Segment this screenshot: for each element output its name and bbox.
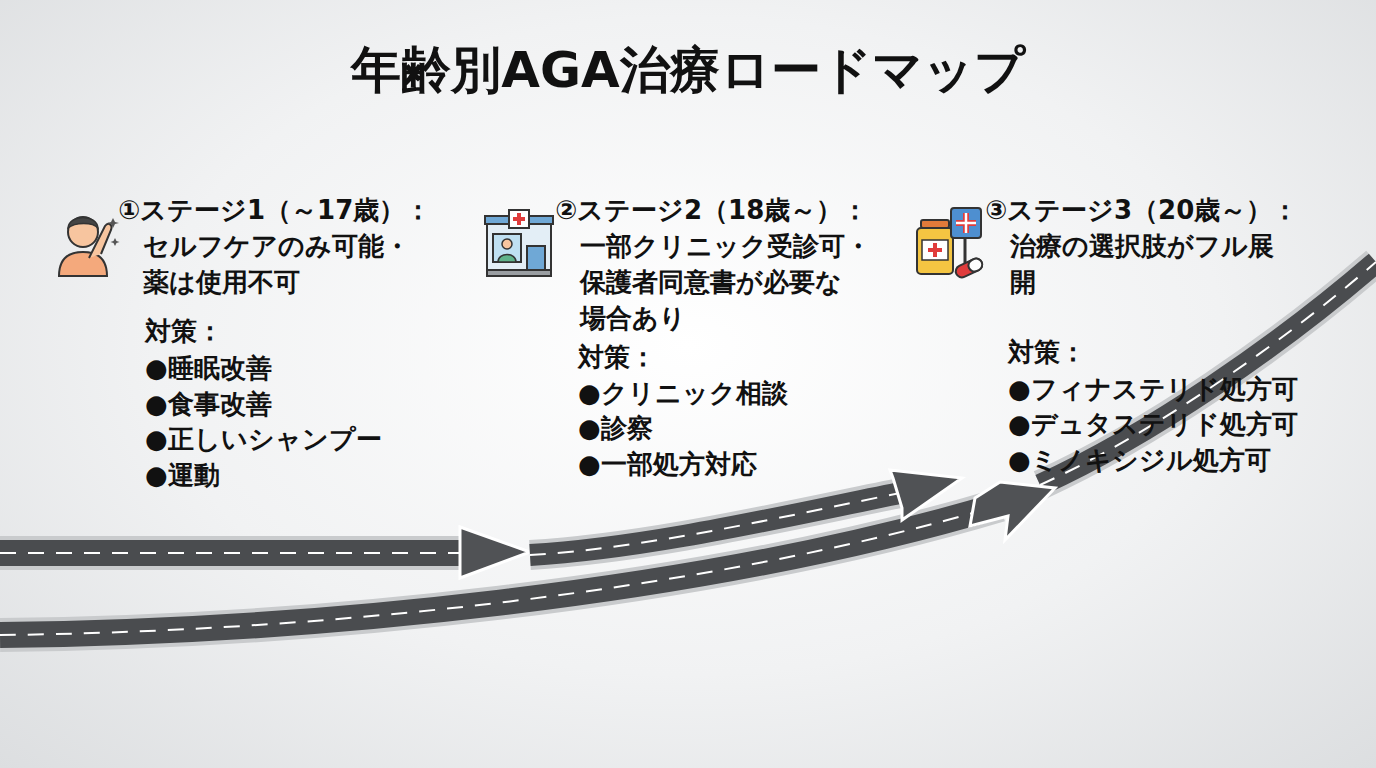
measures-heading: 対策： (1008, 334, 1086, 370)
clinic-icon (485, 210, 553, 276)
measures-heading: 対策： (145, 313, 223, 349)
measure-item: ●睡眠改善 (145, 350, 272, 386)
road-arrowhead (460, 527, 530, 578)
measure-item: ●診察 (578, 410, 653, 446)
person-icon (59, 217, 120, 276)
measure-item: ●クリニック相談 (578, 375, 788, 411)
measure-item: ●運動 (145, 457, 220, 493)
stage-heading: ①ステージ1（～17歳）： セルフケアのみ可能・ 薬は使用不可 (143, 192, 503, 300)
measure-item: ●正しいシャンプー (145, 421, 382, 457)
road-arrowhead (970, 482, 1055, 540)
diagram-title: 年齢別AGA治療ロードマップ (0, 40, 1376, 100)
measure-item: ●デュタステリド処方可 (1008, 406, 1298, 442)
road (0, 470, 962, 578)
stage-heading: ②ステージ2（18歳～）： 一部クリニック受診可・ 保護者同意書が必要な 場合あ… (580, 192, 940, 336)
road-arrowhead (890, 470, 962, 520)
medicine-icon (917, 208, 984, 279)
measures-heading: 対策： (578, 339, 656, 375)
road (0, 262, 1376, 635)
measure-item: ●一部処方対応 (578, 446, 757, 482)
stage-heading: ③ステージ3（20歳～）： 治療の選択肢がフル展 開 (1010, 192, 1370, 300)
measure-item: ●食事改善 (145, 386, 272, 422)
measure-item: ●ミノキシジル処方可 (1008, 442, 1271, 478)
measure-item: ●フィナステリド処方可 (1008, 371, 1298, 407)
